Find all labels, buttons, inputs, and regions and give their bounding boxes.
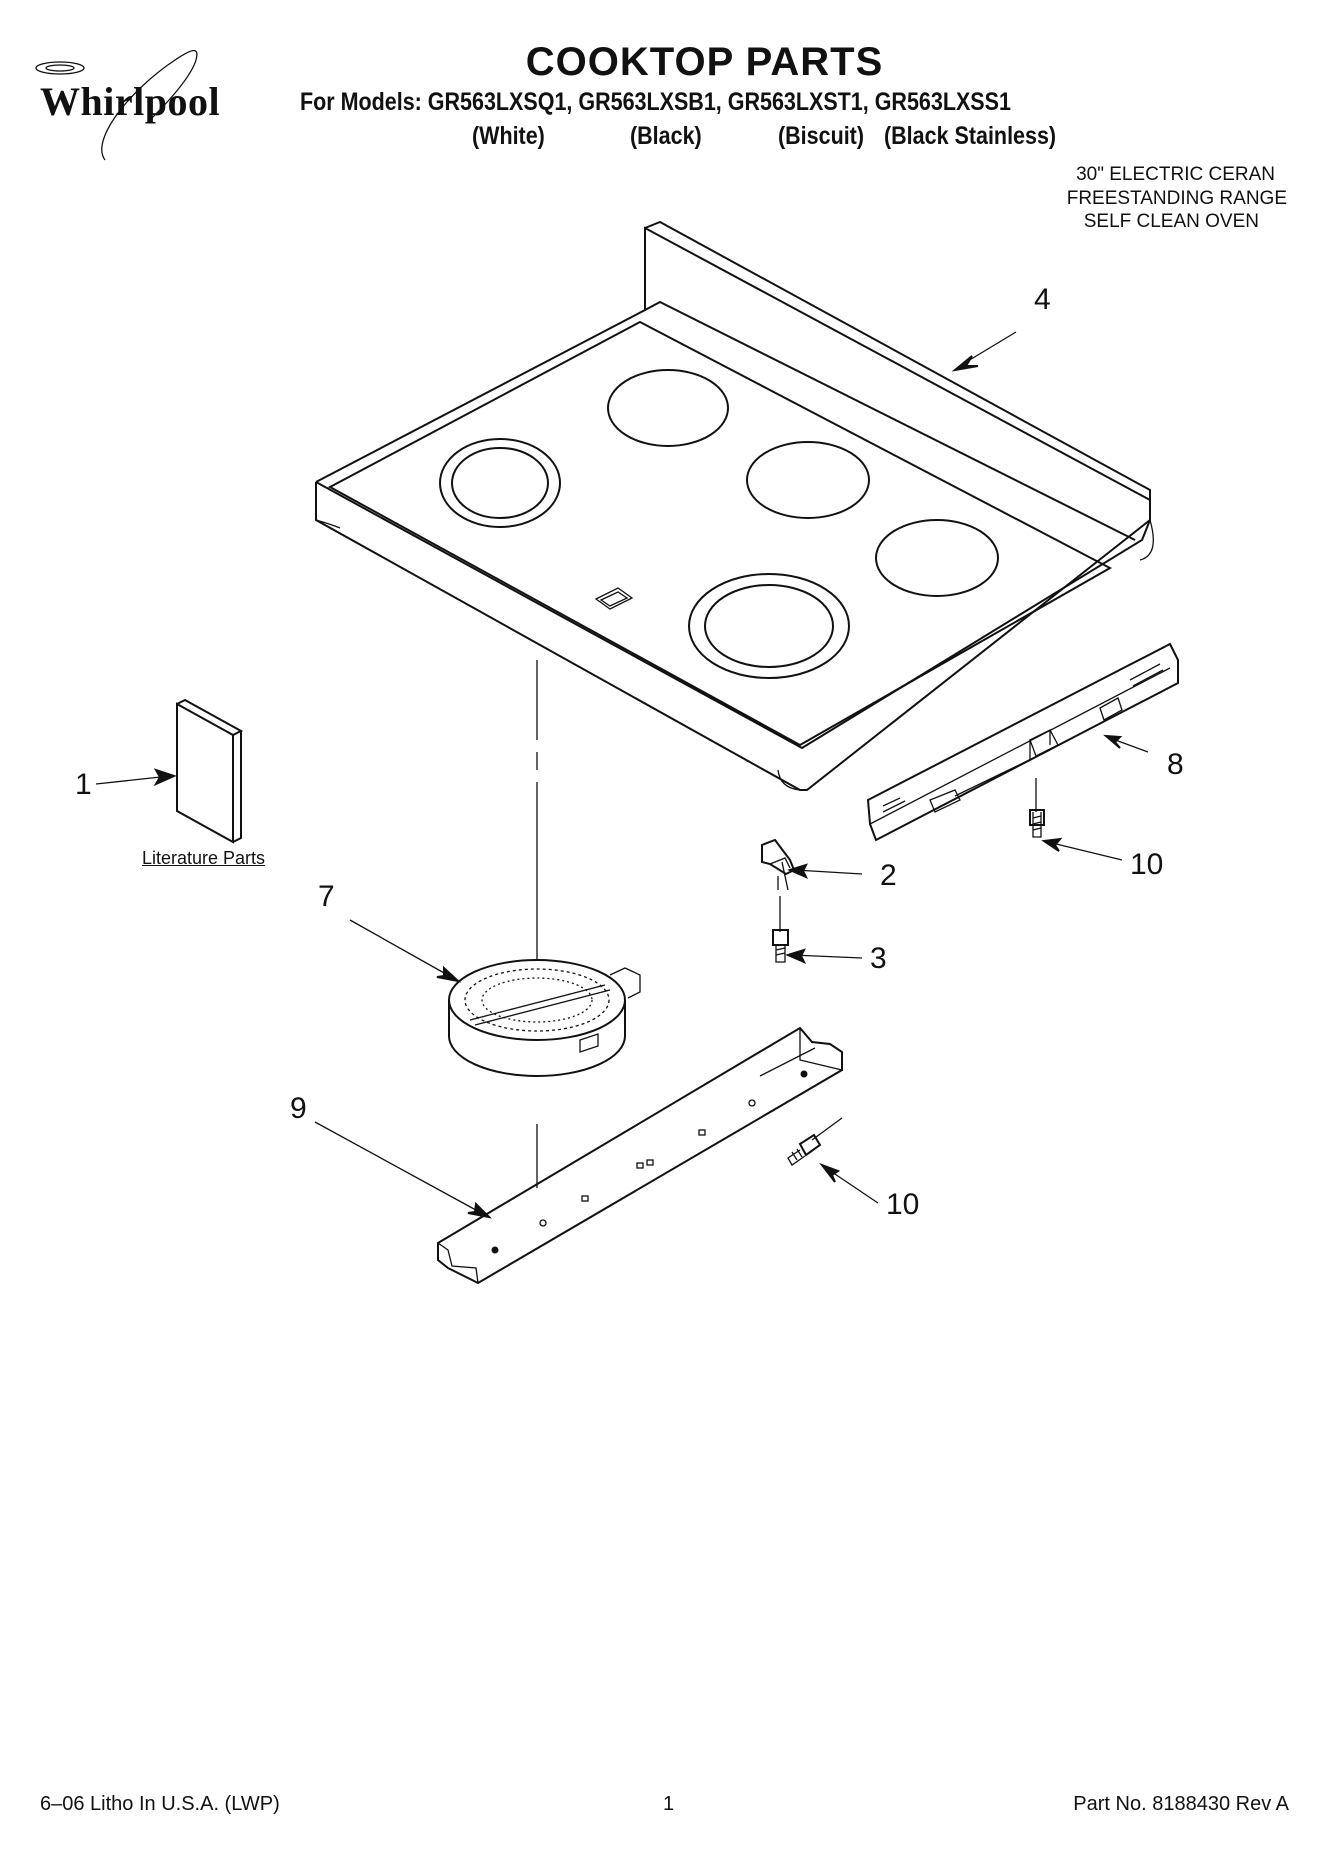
screw-part-3 <box>772 896 789 963</box>
part-number-3: 3 <box>870 942 887 975</box>
screw-part-10-lower <box>787 1117 843 1166</box>
color-white: (White) <box>472 122 545 150</box>
part-number-10-lower: 10 <box>886 1188 920 1221</box>
color-black: (Black) <box>630 122 702 150</box>
models-line: For Models: GR563LXSQ1, GR563LXSB1, GR56… <box>300 88 1011 116</box>
color-black-stainless: (Black Stainless) <box>884 122 1057 150</box>
range-description-line-2: FREESTANDING RANGE <box>1066 188 1287 209</box>
footer-page-number: 1 <box>663 1793 675 1815</box>
bracket-rear-part-8 <box>866 642 1179 842</box>
whirlpool-logo-mark <box>35 49 198 161</box>
literature-parts-booklet <box>176 698 244 844</box>
part-number-1: 1 <box>75 768 92 801</box>
cooktop-main-top <box>315 220 1154 791</box>
literature-parts-label: Literature Parts <box>142 848 266 868</box>
part-number-8: 8 <box>1167 748 1184 781</box>
brand-logo: Whirlpool <box>40 79 221 124</box>
part-number-2: 2 <box>880 859 897 892</box>
clip-part-2 <box>761 838 796 891</box>
radiant-heating-element-part-7 <box>448 959 641 1077</box>
page-title: COOKTOP PARTS <box>525 40 884 84</box>
callout-arrows <box>95 331 1149 1219</box>
range-description-line-3: SELF CLEAN OVEN <box>1083 211 1259 232</box>
part-number-10-upper: 10 <box>1130 848 1164 881</box>
part-number-9: 9 <box>290 1092 307 1125</box>
color-biscuit: (Biscuit) <box>778 122 864 150</box>
screw-part-10-upper <box>1029 778 1045 838</box>
range-description-line-1: 30" ELECTRIC CERAN <box>1076 164 1275 185</box>
footer-litho: 6–06 Litho In U.S.A. (LWP) <box>40 1793 280 1815</box>
bracket-front-part-9 <box>437 1026 843 1285</box>
footer-part-number: Part No. 8188430 Rev A <box>1073 1793 1289 1815</box>
part-number-7: 7 <box>318 880 335 913</box>
part-number-4: 4 <box>1034 283 1051 316</box>
